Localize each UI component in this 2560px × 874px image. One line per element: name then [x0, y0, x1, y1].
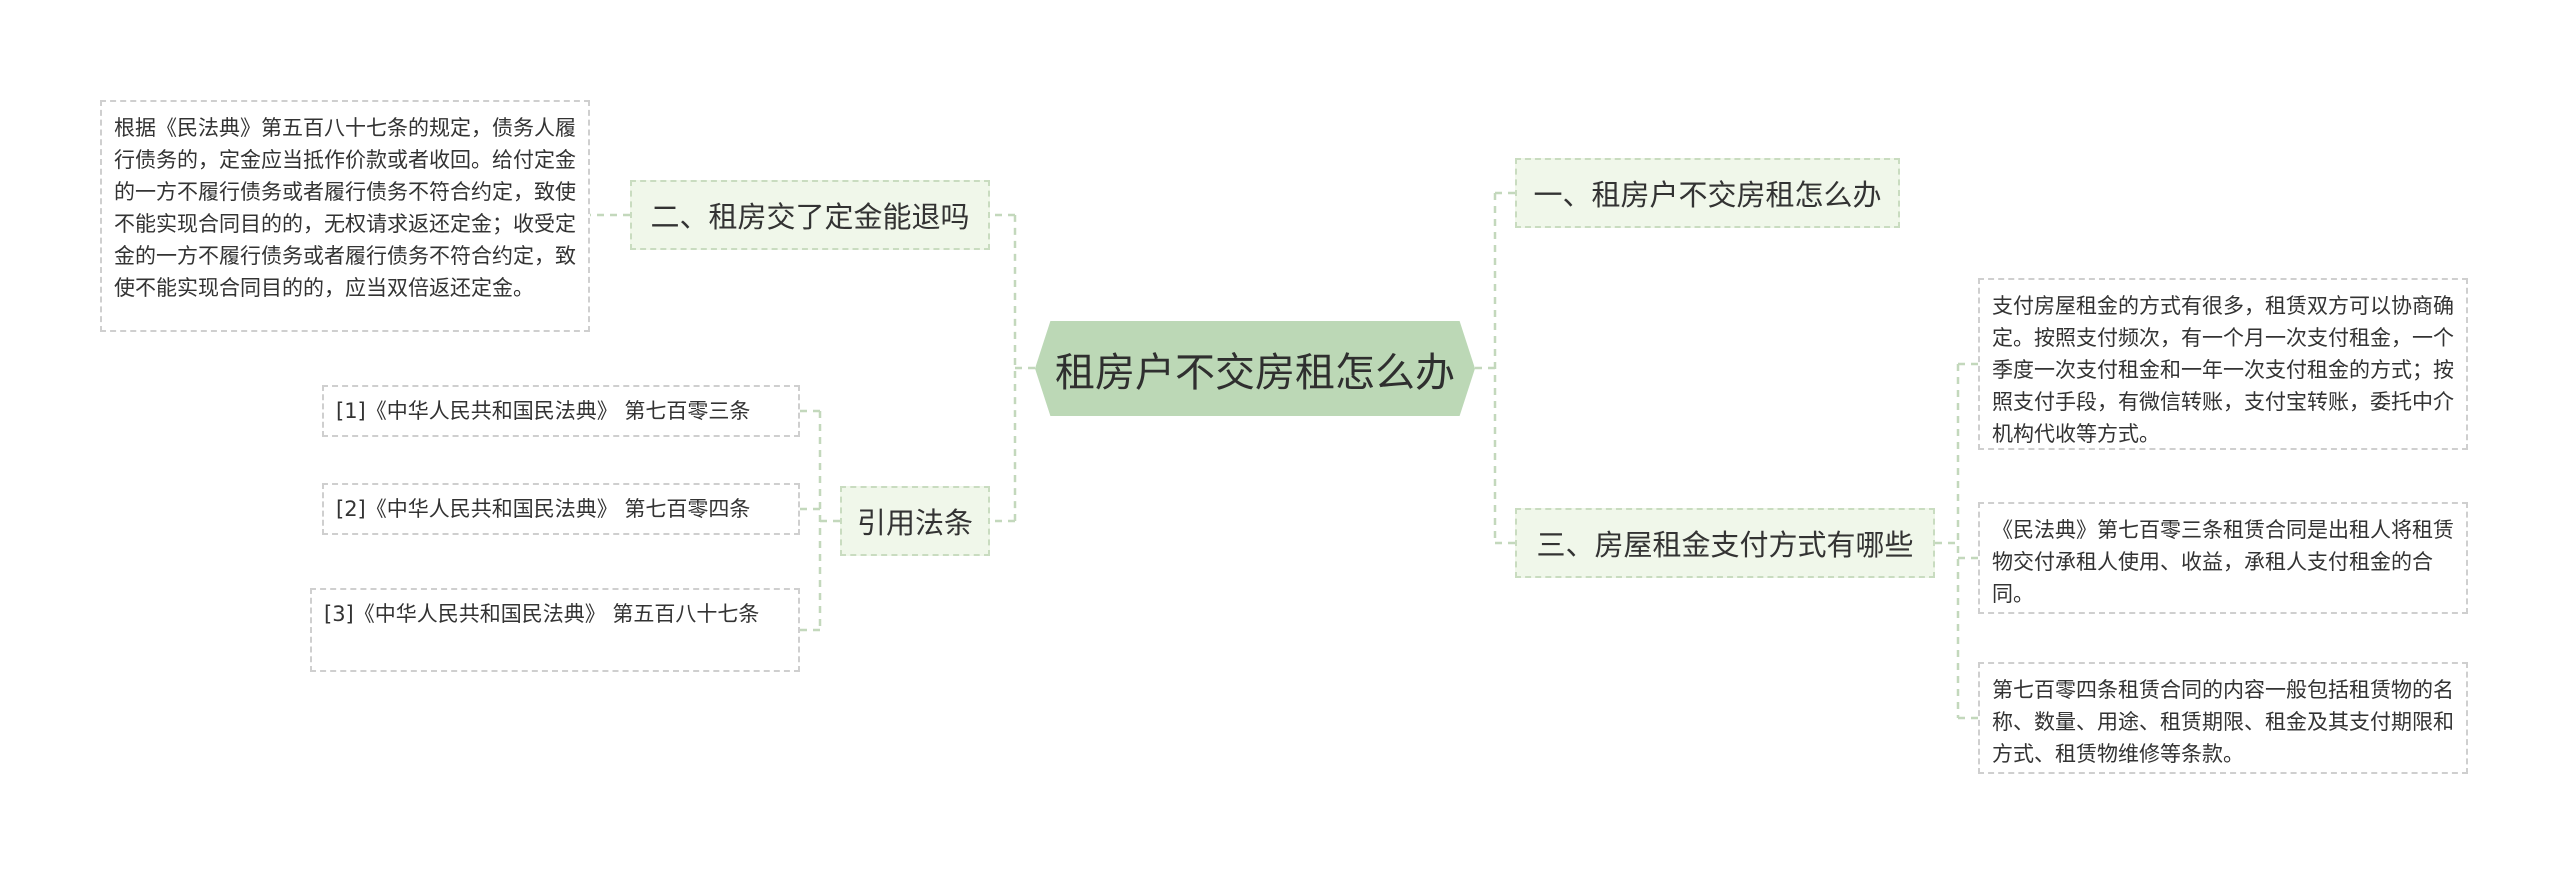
branch-unpaid-rent-label: 一、租房户不交房租怎么办 — [1533, 178, 1882, 212]
leaf-article-704[interactable]: 第七百零四条租赁合同的内容一般包括租赁物的名称、数量、用途、租赁期限、租金及其支… — [1978, 662, 2468, 774]
leaf-payment-methods-text: 支付房屋租金的方式有很多，租赁双方可以协商确定。按照支付频次，有一个月一次支付租… — [1992, 294, 2454, 446]
leaf-deposit-rule[interactable]: 根据《民法典》第五百八十七条的规定，债务人履行债务的，定金应当抵作价款或者收回。… — [100, 100, 590, 332]
branch-payment-methods[interactable]: 三、房屋租金支付方式有哪些 — [1515, 508, 1935, 578]
branch-payment-methods-label: 三、房屋租金支付方式有哪些 — [1536, 528, 1914, 562]
leaf-citation-3-text: [3]《中华人民共和国民法典》 第五百八十七条 — [324, 602, 760, 626]
leaf-citation-2-text: [2]《中华人民共和国民法典》 第七百零四条 — [336, 497, 751, 521]
branch-deposit-refund-label: 二、租房交了定金能退吗 — [650, 200, 970, 234]
branch-cited-laws-label: 引用法条 — [856, 506, 973, 540]
leaf-citation-2[interactable]: [2]《中华人民共和国民法典》 第七百零四条 — [322, 483, 800, 535]
branch-unpaid-rent[interactable]: 一、租房户不交房租怎么办 — [1515, 158, 1900, 228]
branch-deposit-refund[interactable]: 二、租房交了定金能退吗 — [630, 180, 990, 250]
leaf-payment-methods[interactable]: 支付房屋租金的方式有很多，租赁双方可以协商确定。按照支付频次，有一个月一次支付租… — [1978, 278, 2468, 450]
leaf-citation-3[interactable]: [3]《中华人民共和国民法典》 第五百八十七条 — [310, 588, 800, 672]
branch-cited-laws[interactable]: 引用法条 — [840, 486, 990, 556]
leaf-citation-1-text: [1]《中华人民共和国民法典》 第七百零三条 — [336, 399, 751, 423]
leaf-article-703[interactable]: 《民法典》第七百零三条租赁合同是出租人将租赁物交付承租人使用、收益，承租人支付租… — [1978, 502, 2468, 614]
root-topic-label: 租房户不交房租怎么办 — [1055, 349, 1455, 396]
leaf-article-703-text: 《民法典》第七百零三条租赁合同是出租人将租赁物交付承租人使用、收益，承租人支付租… — [1992, 518, 2454, 606]
leaf-deposit-rule-text: 根据《民法典》第五百八十七条的规定，债务人履行债务的，定金应当抵作价款或者收回。… — [114, 116, 576, 300]
leaf-citation-1[interactable]: [1]《中华人民共和国民法典》 第七百零三条 — [322, 385, 800, 437]
root-topic[interactable]: 租房户不交房租怎么办 — [1035, 321, 1475, 416]
leaf-article-704-text: 第七百零四条租赁合同的内容一般包括租赁物的名称、数量、用途、租赁期限、租金及其支… — [1992, 678, 2454, 766]
